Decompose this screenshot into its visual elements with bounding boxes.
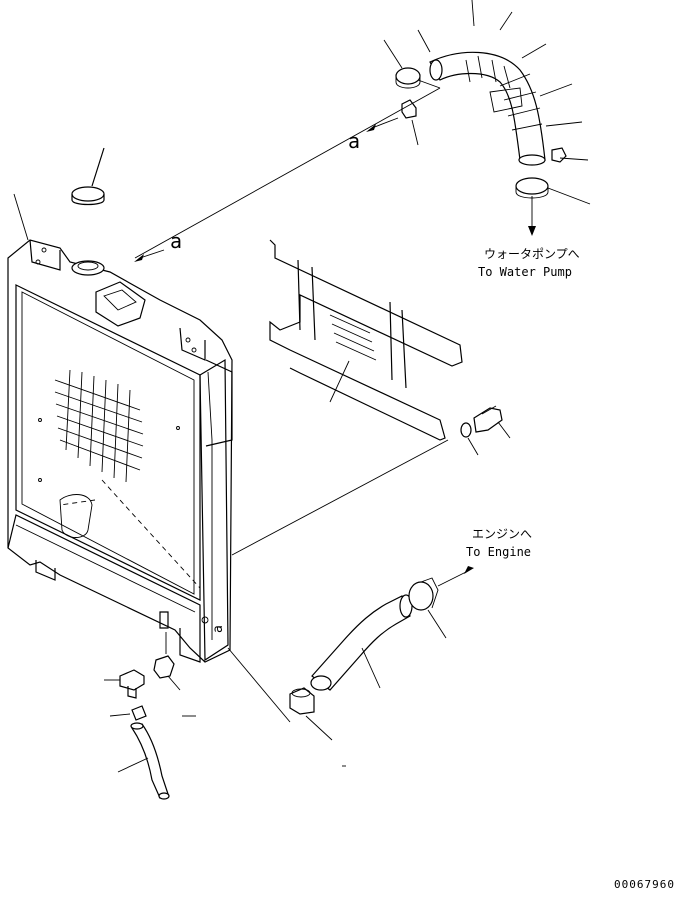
- arrow-icon: [437, 566, 474, 587]
- hose-icon: [310, 594, 413, 691]
- ref-label-a-top: a: [348, 129, 360, 153]
- hose-icon: [417, 0, 589, 166]
- bolt-icon: [104, 632, 196, 721]
- core-mesh: [54, 369, 144, 483]
- radiator-cap-icon: [71, 147, 105, 206]
- radiator-icon: [7, 239, 233, 663]
- arrow-icon: [134, 79, 441, 262]
- clamp-icon: [383, 39, 591, 205]
- drawing-number: 00067960: [614, 878, 675, 891]
- arrow-icon: [528, 196, 536, 236]
- hose-icon: [117, 722, 170, 800]
- engine-label-en: To Engine: [466, 545, 531, 559]
- ref-label-a-mid: a: [170, 229, 182, 253]
- bolt-icon: [460, 405, 511, 456]
- water-pump-label-jp: ウォータポンプへ: [484, 247, 580, 261]
- water-pump-label-en: To Water Pump: [478, 265, 572, 279]
- bracket-icon: [269, 239, 463, 441]
- clamp-icon: [289, 577, 447, 741]
- engine-label-jp: エンジンへ: [472, 527, 532, 541]
- ref-label-a-low: a: [211, 625, 226, 633]
